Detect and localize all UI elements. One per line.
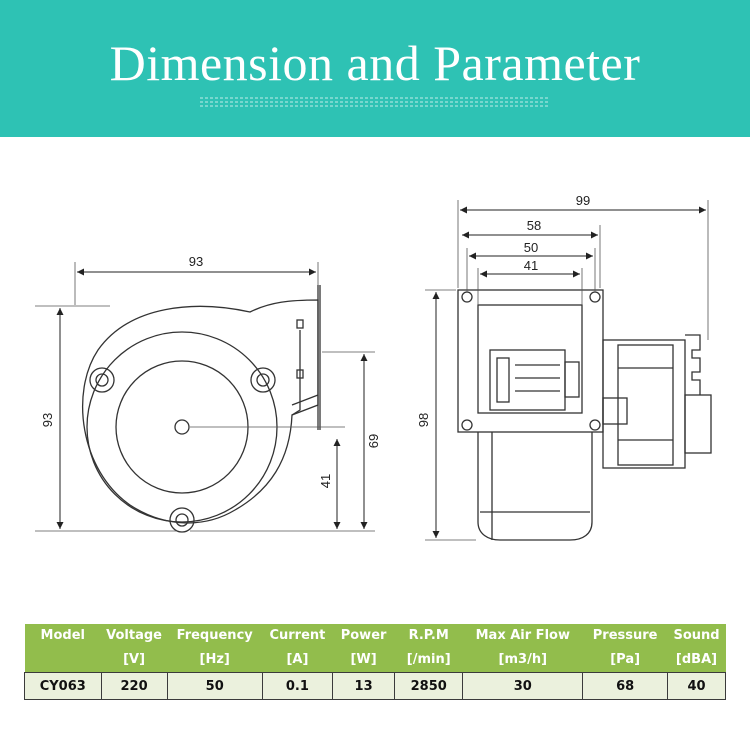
title-banner: Dimension and Parameter [0, 0, 750, 137]
dim-label-side-height: 93 [40, 413, 55, 427]
dim-label-front-width-58: 58 [527, 218, 541, 233]
dim-label-side-width: 93 [189, 254, 203, 269]
front-view [457, 289, 712, 541]
parameter-table: Model Voltage Frequency Current Power R.… [24, 624, 726, 700]
cell-power: 13 [332, 672, 396, 700]
dim-front-width-50: 50 [466, 240, 596, 292]
cell-rpm: 2850 [394, 672, 464, 700]
cell-voltage: 220 [100, 672, 168, 700]
unit-current: [A] [262, 648, 333, 673]
header-sound: Sound [667, 624, 726, 648]
unit-sound: [dBA] [667, 648, 726, 673]
cell-max-air-flow: 30 [462, 672, 584, 700]
dim-front-width-58: 58 [462, 218, 601, 288]
dim-side-width: 93 [74, 254, 319, 305]
header-rpm: R.P.M [394, 624, 463, 648]
unit-max-air-flow: [m3/h] [462, 648, 583, 673]
dim-label-front-width-50: 50 [524, 240, 538, 255]
unit-frequency: [Hz] [167, 648, 263, 673]
header-pressure: Pressure [582, 624, 668, 648]
side-view [81, 285, 321, 533]
header-frequency: Frequency [167, 624, 263, 648]
cell-sound: 40 [667, 672, 726, 700]
table-units-row: [V] [Hz] [A] [W] [/min] [m3/h] [Pa] [dBA… [24, 648, 726, 673]
dim-front-total-width: 99 [457, 193, 709, 340]
dim-front-width-41: 41 [477, 258, 583, 305]
unit-rpm: [/min] [394, 648, 463, 673]
dim-label-outlet-height: 69 [366, 434, 381, 448]
cell-model: CY063 [24, 672, 102, 700]
dim-label-front-width-41: 41 [524, 258, 538, 273]
unit-voltage: [V] [101, 648, 168, 673]
dim-side-height: 93 [35, 305, 178, 532]
cell-current: 0.1 [261, 672, 334, 700]
cell-pressure: 68 [582, 672, 669, 700]
cell-frequency: 50 [166, 672, 263, 700]
unit-power: [W] [332, 648, 395, 673]
header-current: Current [262, 624, 333, 648]
dim-label-front-total-width: 99 [576, 193, 590, 208]
dim-outlet-height: 69 [190, 351, 381, 532]
unit-pressure: [Pa] [582, 648, 668, 673]
header-max-air-flow: Max Air Flow [462, 624, 583, 648]
unit-model [24, 648, 101, 673]
table-row: CY063 220 50 0.1 13 2850 30 68 40 [24, 672, 726, 700]
header-model: Model [24, 624, 101, 648]
page-title: Dimension and Parameter [109, 35, 641, 91]
dim-label-front-height: 98 [416, 413, 431, 427]
header-voltage: Voltage [101, 624, 168, 648]
dim-label-center-height: 41 [318, 474, 333, 488]
table-header-row: Model Voltage Frequency Current Power R.… [24, 624, 726, 648]
dim-front-height: 98 [416, 289, 476, 541]
dimension-drawing: 93 93 69 41 [35, 193, 712, 541]
dim-center-height: 41 [318, 439, 341, 529]
decorative-watermark [200, 95, 550, 113]
header-power: Power [332, 624, 395, 648]
